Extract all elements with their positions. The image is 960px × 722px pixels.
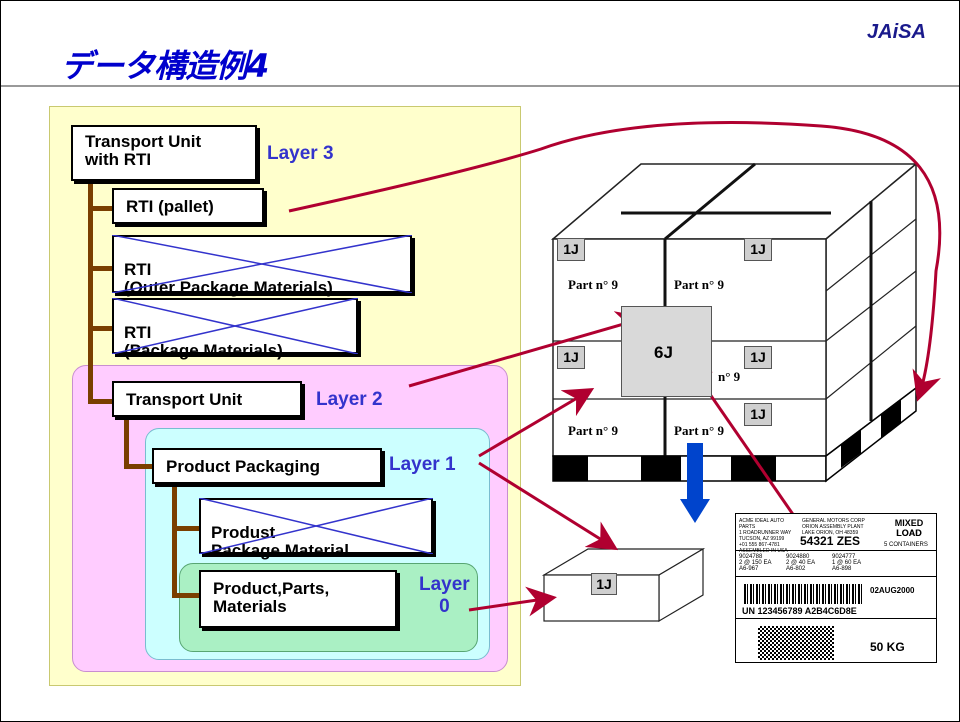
tag-1j-top-right: 1J [744, 238, 772, 261]
label-load: LOAD [882, 528, 936, 538]
label-col2: 9024880 2 @ 40 EA A6-802 [786, 554, 826, 572]
jaisa-logo: JAiSA [867, 21, 926, 44]
pallet-base [553, 456, 826, 481]
pallet-top-face [553, 164, 916, 239]
tree-line-l2-vertical [124, 416, 129, 469]
tree-line-l1-parts [172, 593, 202, 598]
part-label-bottom-left: Part n° 9 [568, 423, 618, 439]
product-packaging-box: Product Packaging [152, 448, 382, 484]
label-2d-barcode [758, 626, 834, 660]
transport-unit-with-rti-box: Transport Unit with RTI [71, 125, 257, 181]
part-label-mid-right: n° 9 [718, 369, 740, 385]
product-box-top [544, 549, 703, 575]
rti-outer-package-box: RTI (Outer Package Materials) [112, 235, 412, 293]
tree-line-l2-horizontal [124, 464, 154, 469]
tag-1j-product-box: 1J [591, 573, 617, 595]
label-sender: ACME IDEAL AUTO PARTS 1 ROADRUNNER WAY T… [739, 518, 799, 554]
label-col3: 9024777 1 @ 60 EA A6-898 [832, 554, 872, 572]
layer3-label: Layer 3 [267, 143, 334, 165]
layer2-label: Layer 2 [316, 389, 383, 411]
cross-out-icon [112, 235, 412, 293]
tree-line-package [88, 326, 114, 331]
part-label-bottom-right: Part n° 9 [674, 423, 724, 439]
label-col1: 9024788 2 @ 150 EA A6-967 [739, 554, 779, 572]
tree-line-outer [88, 266, 114, 271]
label-barcode-text: UN 123456789 A2B4C6D8E [742, 606, 857, 616]
tag-6j: 6J [621, 306, 712, 397]
tag-1j-mid-right: 1J [744, 346, 772, 369]
tree-line-l1-vertical [172, 481, 177, 597]
product-box-side [659, 549, 703, 621]
down-arrow-shaft [687, 443, 703, 501]
label-code: 54321 ZES [800, 534, 860, 548]
label-barcode [744, 584, 862, 604]
tree-line-l1-material [172, 526, 202, 531]
down-arrow-head [680, 499, 710, 523]
label-containers: 5 CONTAINERS [884, 542, 936, 548]
tag-1j-mid-left: 1J [557, 346, 585, 369]
pallet-right-face [826, 164, 916, 456]
label-divider-mid [736, 576, 937, 577]
product-parts-materials-box: Product,Parts, Materials [199, 570, 397, 628]
tree-line-transport [88, 399, 114, 404]
part-label-top-right: Part n° 9 [674, 277, 724, 293]
cross-out-icon [112, 298, 358, 354]
product-package-material-box: Produst Package Material [199, 498, 433, 554]
label-date: 02AUG2000 [870, 586, 914, 595]
tag-1j-top-left: 1J [557, 238, 585, 261]
tag-6j-text: 6J [654, 343, 673, 363]
part-label-top-left: Part n° 9 [568, 277, 618, 293]
label-divider-low [736, 618, 937, 619]
layer1-label: Layer 1 [389, 454, 456, 476]
tree-line-main [88, 181, 93, 403]
rti-package-materials-box: RTI (Package Materials) [112, 298, 358, 354]
transport-unit-box: Transport Unit [112, 381, 302, 417]
slide-title: データ構造例4 [61, 41, 268, 87]
title-divider [1, 85, 959, 87]
label-weight: 50 KG [870, 640, 905, 654]
cross-out-icon [199, 498, 433, 554]
layer0-label: Layer 0 [419, 574, 470, 618]
tree-line-pallet [88, 206, 114, 211]
label-divider-top [736, 550, 937, 551]
tag-1j-lower-right: 1J [744, 403, 772, 426]
shipping-label: ACME IDEAL AUTO PARTS 1 ROADRUNNER WAY T… [735, 513, 937, 663]
rti-pallet-box: RTI (pallet) [112, 188, 264, 224]
